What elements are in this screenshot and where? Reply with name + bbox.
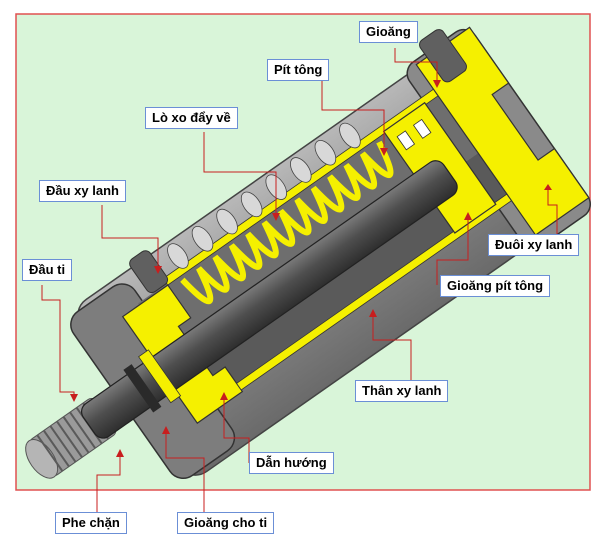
label-pit-tong: Pít tông (267, 59, 330, 81)
retaining-ring (123, 364, 162, 413)
rear-cap-cut (415, 26, 590, 236)
label-dau-ti: Đầu ti (22, 259, 73, 281)
label-gioang-pit-tong: Gioăng pít tông (440, 275, 551, 297)
leader-lines (41, 48, 558, 512)
label-dau-xy-lanh: Đầu xy lanh (39, 180, 126, 202)
label-duoi-xy-lanh: Đuôi xy lanh (488, 234, 580, 256)
cylinder-assembly (25, 26, 591, 480)
inner-cavity-lower (179, 144, 520, 404)
piston-rod (81, 160, 458, 439)
rod-seal (138, 349, 182, 404)
label-lo-xo-day-ve: Lò xo đẩy về (145, 107, 238, 129)
label-gioang: Gioăng (359, 21, 418, 43)
return-spring (180, 140, 394, 305)
label-than-xy-lanh: Thân xy lanh (355, 380, 449, 402)
label-phe-chan: Phe chặn (55, 512, 127, 534)
label-gioang-cho-ti: Gioăng cho ti (177, 512, 275, 534)
leader-arrows (70, 80, 552, 457)
spring-coil-tops (167, 122, 361, 269)
label-dan-huong: Dẫn hướng (249, 452, 334, 474)
